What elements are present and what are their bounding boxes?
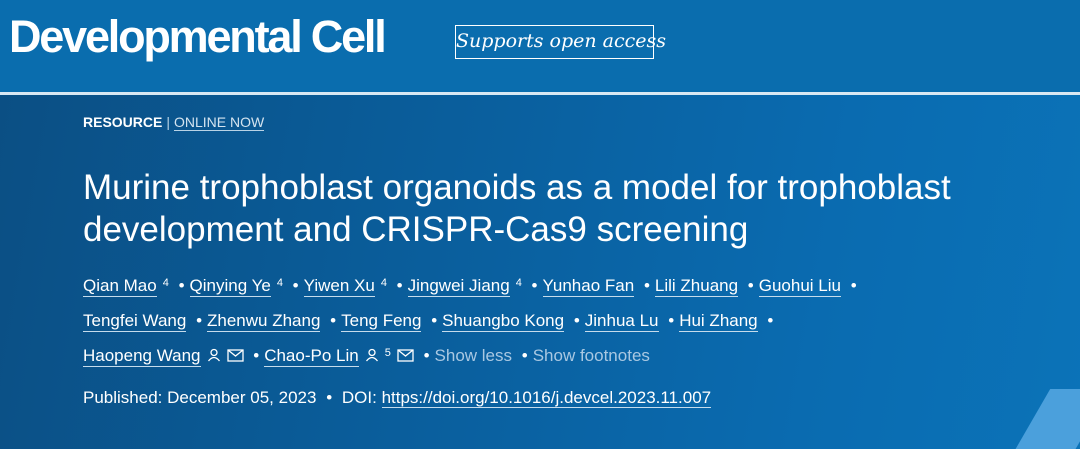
decorative-corner-shape [1009,389,1080,449]
bullet-separator: • [531,276,538,295]
bullet-separator: • [292,276,299,295]
author-link[interactable]: Qian Mao [83,276,157,297]
footnote-ref[interactable]: 5 [384,347,391,359]
article-title-line2: development and CRISPR-Cas9 screening [83,210,749,249]
author-link[interactable]: Tengfei Wang [83,311,187,332]
bullet-separator: • [573,311,580,330]
email-icon[interactable] [226,339,244,374]
article-status-link[interactable]: ONLINE NOW [174,114,265,131]
doi-link[interactable]: https://doi.org/10.1016/j.devcel.2023.11… [381,388,712,408]
bullet-separator: • [643,276,650,295]
author-link[interactable]: Lili Zhuang [654,276,739,297]
bullet-separator: • [330,311,337,330]
published-date: December 05, 2023 [167,388,317,407]
bullet-separator: • [521,346,528,365]
publication-info: Published: December 05, 2023 • DOI: http… [83,388,712,408]
bullet-separator: • [196,311,203,330]
journal-header: Developmental Cell Supports open access [0,0,1080,92]
author-link[interactable]: Shuangbo Kong [442,311,565,332]
bullet-separator: • [747,276,754,295]
doi-label: DOI: [341,388,377,407]
author-link[interactable]: Zhenwu Zhang [207,311,321,332]
footnote-ref[interactable]: 4 [162,277,169,289]
author-link[interactable]: Guohui Liu [758,276,841,297]
bullet-separator: • [767,311,774,330]
bullet-separator: • [423,346,430,365]
author-link[interactable]: Yunhao Fan [542,276,635,297]
article-title-line1: Murine trophoblast organoids as a model … [83,168,951,207]
bullet-separator: • [253,346,260,365]
person-icon[interactable] [207,339,221,374]
article-type-line: RESOURCE|ONLINE NOW [83,114,265,131]
person-icon[interactable] [365,339,379,374]
footnote-ref[interactable]: 4 [276,277,283,289]
email-icon[interactable] [397,339,414,374]
footnote-ref[interactable]: 4 [380,277,387,289]
open-access-badge[interactable]: Supports open access [455,25,666,59]
bullet-separator: • [326,388,333,407]
bullet-separator: • [396,276,403,295]
author-link[interactable]: Jinhua Lu [584,311,659,332]
type-separator: | [166,114,170,130]
show-less-link[interactable]: Show less [434,346,513,365]
bullet-separator: • [431,311,438,330]
author-link[interactable]: Chao-Po Lin [264,346,359,367]
show-footnotes-link[interactable]: Show footnotes [532,346,650,365]
bullet-separator: • [178,276,185,295]
author-link[interactable]: Yiwen Xu [303,276,375,297]
author-link[interactable]: Teng Feng [341,311,422,332]
author-link[interactable]: Jingwei Jiang [407,276,510,297]
article-header: RESOURCE|ONLINE NOW Murine trophoblast o… [0,95,1080,449]
bullet-separator: • [850,276,857,295]
header-divider [0,92,1080,95]
article-type: RESOURCE [83,114,163,130]
author-link[interactable]: Hui Zhang [679,311,758,332]
bullet-separator: • [668,311,675,330]
author-link[interactable]: Qinying Ye [189,276,271,297]
article-title: Murine trophoblast organoids as a model … [83,167,1063,251]
published-label: Published: [83,388,163,407]
journal-logo[interactable]: Developmental Cell [9,11,387,62]
author-link[interactable]: Haopeng Wang [83,346,201,367]
footnote-ref[interactable]: 4 [515,277,522,289]
